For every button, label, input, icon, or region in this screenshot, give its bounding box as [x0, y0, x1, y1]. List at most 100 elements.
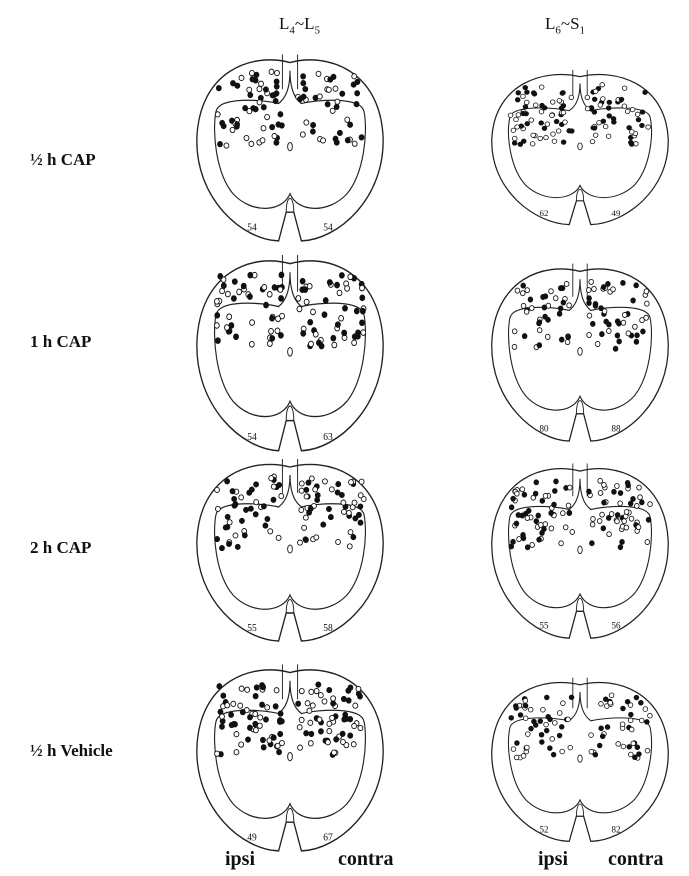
fos-positive-neuron-open [272, 133, 277, 138]
fos-positive-neuron-open [560, 511, 565, 516]
fos-positive-neuron-filled [339, 273, 344, 279]
fos-positive-neuron-open [603, 124, 608, 128]
fos-positive-neuron-filled [248, 715, 253, 720]
fos-positive-neuron-open [337, 290, 342, 296]
fos-positive-neuron-filled [253, 107, 258, 112]
fos-positive-neuron-open [310, 703, 315, 708]
fos-positive-neuron-open [275, 743, 280, 748]
fos-positive-neuron-filled [635, 333, 640, 338]
fos-positive-neuron-open [622, 86, 627, 90]
fos-positive-neuron-open [353, 703, 358, 708]
fos-positive-neuron-filled [342, 717, 347, 722]
fos-positive-neuron-open [329, 487, 334, 492]
fos-positive-neuron-filled [561, 300, 566, 305]
fos-positive-neuron-filled [615, 319, 620, 324]
fos-positive-neuron-filled [247, 725, 252, 730]
fos-positive-neuron-open [258, 715, 263, 720]
fos-positive-neuron-filled [358, 504, 363, 509]
fos-positive-neuron-open [267, 341, 272, 347]
fos-positive-neuron-filled [536, 513, 541, 518]
fos-positive-neuron-open [595, 341, 600, 346]
fos-positive-neuron-open [238, 703, 243, 708]
section-svg: 8088 [490, 250, 670, 445]
fos-positive-neuron-open [304, 494, 309, 499]
fos-positive-neuron-filled [278, 112, 283, 117]
fos-positive-neuron-filled [561, 90, 566, 94]
central-canal [578, 348, 583, 356]
fos-positive-neuron-open [629, 727, 634, 732]
fos-positive-neuron-open [552, 721, 557, 726]
row-label-one-hour-cap: 1 h CAP [30, 332, 91, 352]
fos-positive-neuron-filled [533, 491, 538, 496]
fos-positive-neuron-filled [509, 715, 514, 720]
fos-positive-neuron-open [261, 126, 266, 131]
fos-positive-neuron-open [529, 118, 534, 122]
fos-positive-neuron-open [637, 485, 642, 490]
fos-positive-neuron-filled [301, 74, 306, 79]
fos-positive-neuron-filled [513, 704, 518, 709]
fos-positive-neuron-filled [599, 726, 604, 731]
fos-positive-neuron-open [634, 503, 639, 508]
fos-positive-neuron-filled [232, 496, 237, 501]
fos-positive-neuron-open [311, 309, 316, 315]
fos-positive-neuron-filled [587, 301, 592, 306]
fos-positive-neuron-filled [540, 103, 545, 107]
fos-positive-neuron-filled [569, 129, 574, 133]
fos-positive-neuron-filled [248, 92, 253, 97]
fos-positive-neuron-filled [546, 714, 551, 719]
fos-positive-neuron-filled [218, 274, 223, 280]
fos-positive-neuron-open [567, 303, 572, 308]
fos-positive-neuron-filled [559, 724, 564, 729]
fos-positive-neuron-open [550, 100, 555, 104]
fos-positive-neuron-filled [308, 319, 313, 325]
fos-positive-neuron-open [645, 540, 650, 545]
ventral-fissure [286, 406, 294, 421]
fos-positive-neuron-filled [529, 726, 534, 731]
fos-positive-neuron-filled [540, 740, 545, 745]
fos-positive-neuron-open [568, 745, 573, 750]
fos-positive-neuron-filled [515, 741, 520, 746]
fos-positive-neuron-open [332, 750, 337, 755]
ipsi-count: 54 [247, 431, 256, 443]
fos-positive-neuron-filled [544, 695, 549, 700]
fos-positive-neuron-filled [360, 295, 365, 301]
fos-positive-neuron-open [297, 725, 302, 730]
fos-positive-neuron-filled [612, 489, 617, 494]
fos-positive-neuron-filled [277, 749, 282, 754]
contra-count: 88 [612, 424, 621, 434]
fos-positive-neuron-open [514, 117, 519, 121]
fos-positive-neuron-filled [619, 97, 624, 101]
fos-positive-neuron-open [517, 537, 522, 542]
fos-positive-neuron-open [539, 110, 544, 114]
fos-positive-neuron-open [352, 340, 357, 346]
contra-count: 54 [323, 222, 333, 233]
fos-positive-neuron-filled [326, 506, 331, 511]
fos-positive-neuron-filled [532, 719, 537, 724]
fos-positive-neuron-open [566, 717, 571, 722]
header-letter: L [545, 14, 555, 33]
fos-positive-neuron-filled [328, 515, 333, 520]
spinal-section: 5556 [490, 450, 670, 642]
header-sub: 5 [314, 24, 320, 36]
fos-positive-neuron-open [564, 281, 569, 286]
fos-positive-neuron-open [512, 136, 517, 140]
spinal-section: 5463 [195, 240, 385, 455]
fos-positive-neuron-filled [606, 106, 611, 110]
fos-positive-neuron-filled [315, 493, 320, 498]
fos-positive-neuron-open [331, 696, 336, 701]
fos-positive-neuron-filled [234, 334, 239, 340]
fos-positive-neuron-filled [637, 752, 642, 757]
fos-positive-neuron-open [257, 86, 262, 91]
fos-positive-neuron-filled [629, 142, 634, 146]
fos-positive-neuron-open [560, 749, 565, 754]
fos-positive-neuron-filled [639, 700, 644, 705]
fos-positive-neuron-open [622, 519, 627, 524]
fos-positive-neuron-filled [512, 141, 517, 145]
fos-positive-neuron-filled [248, 272, 253, 278]
fos-positive-neuron-open [620, 722, 625, 727]
fos-positive-neuron-open [635, 112, 640, 116]
fos-positive-neuron-open [332, 342, 337, 348]
fos-positive-neuron-filled [254, 685, 259, 690]
fos-positive-neuron-filled [552, 502, 557, 507]
fos-positive-neuron-filled [516, 513, 521, 518]
